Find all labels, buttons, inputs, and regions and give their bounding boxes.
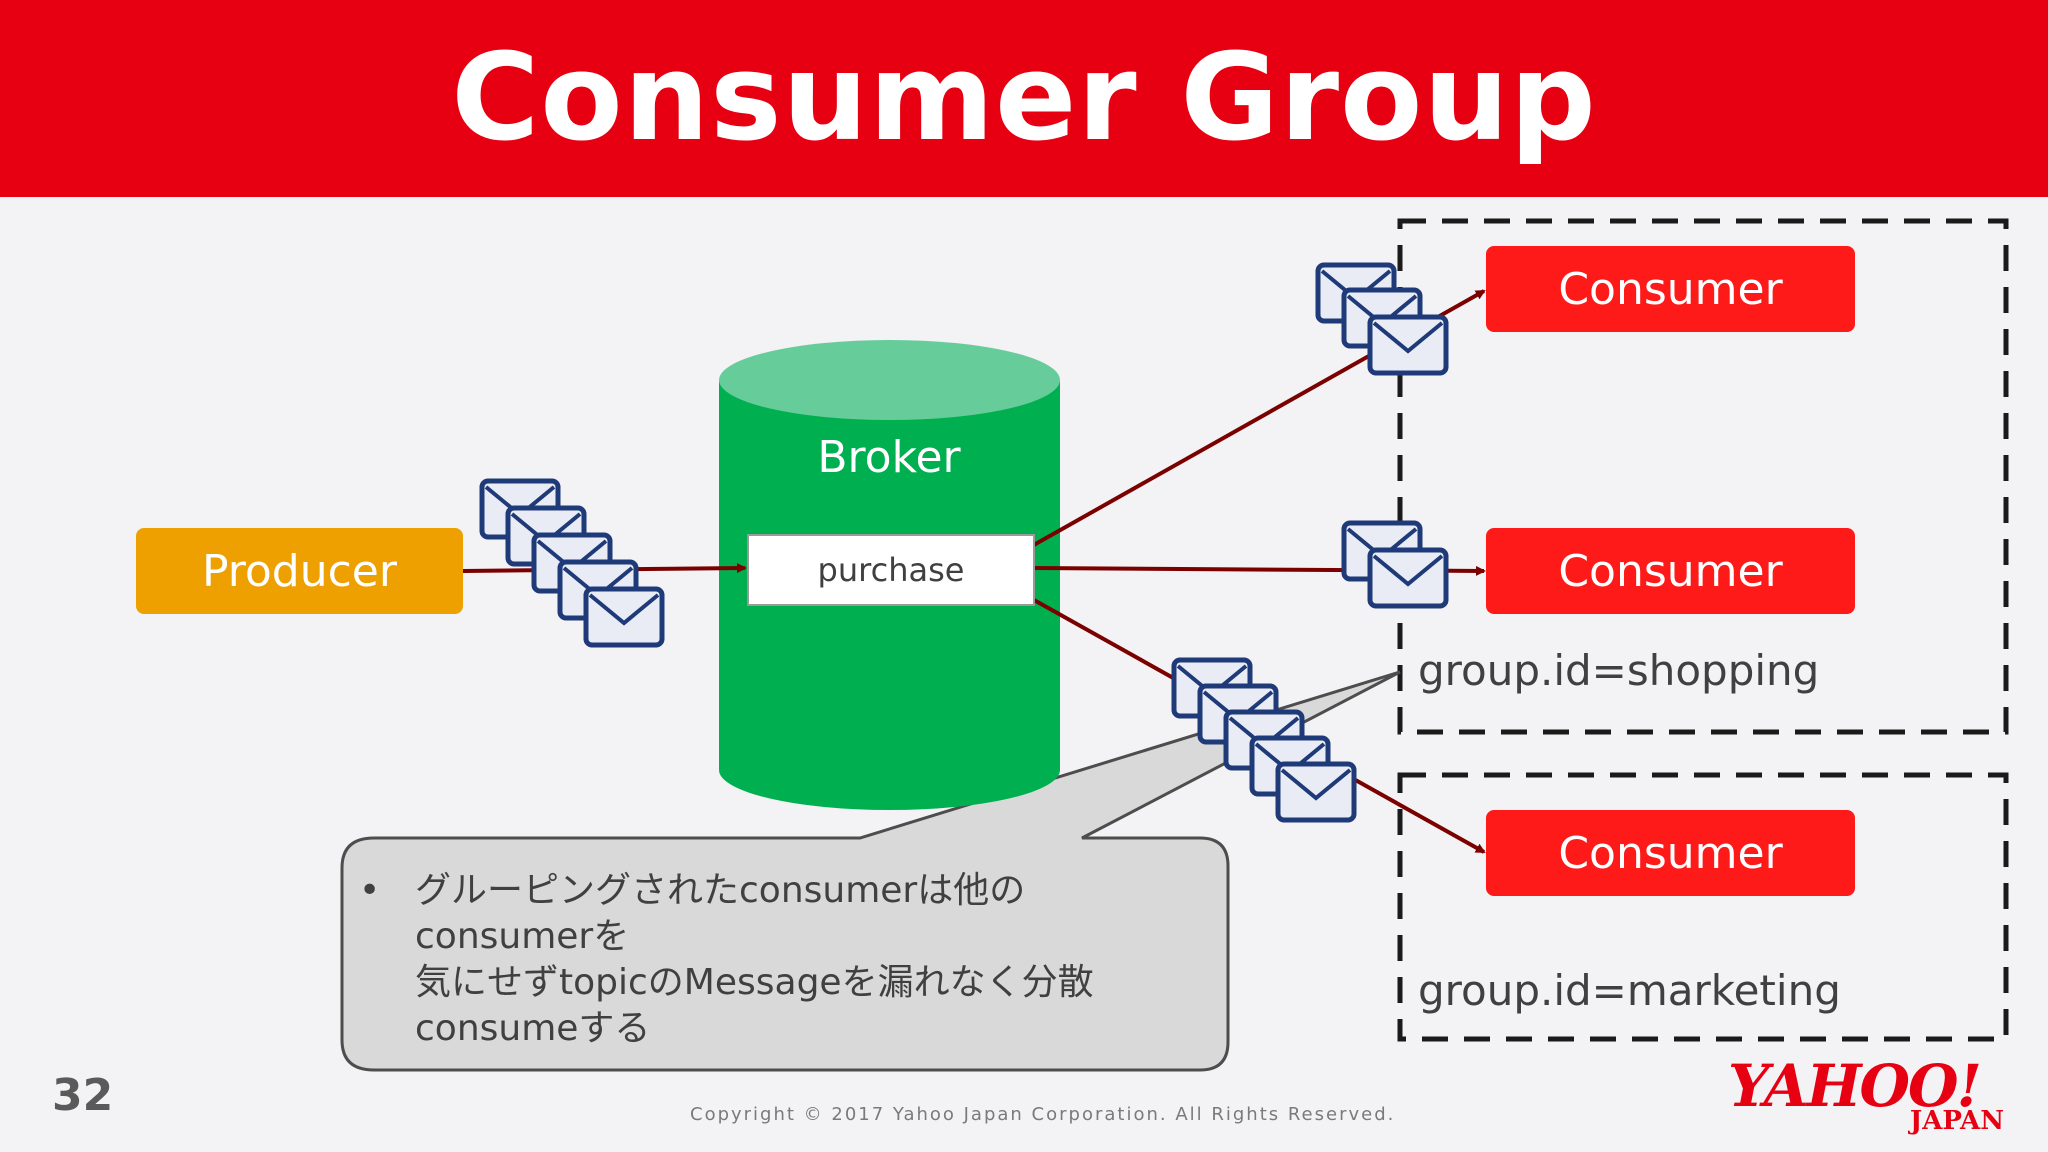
page-number: 32 <box>52 1070 114 1121</box>
group-label-shopping: group.id=shopping <box>1418 646 1820 695</box>
group-box-marketing <box>1397 772 2009 1042</box>
consumer-node-1: Consumer <box>1486 246 1855 332</box>
logo-main-text: YAHOO! <box>1728 1052 1982 1120</box>
note-line: グルーピングされたconsumerは他のconsumerを <box>415 870 1026 957</box>
note-line: 気にせずtopicのMessageを漏れなく分散 <box>415 962 1094 1003</box>
note-line: consumeする <box>415 1008 651 1049</box>
page-title: Consumer Group <box>451 29 1597 168</box>
envelope-icon <box>1344 523 1446 606</box>
note-bubble <box>340 670 1401 1072</box>
note-text: • グルーピングされたconsumerは他のconsumerを 気にせずtopi… <box>359 868 1192 1052</box>
producer-node: Producer <box>136 528 463 614</box>
consumer-node-2: Consumer <box>1486 528 1855 614</box>
logo-sub-text: JAPAN <box>1909 1106 2004 1136</box>
title-bar: Consumer Group <box>0 0 2048 197</box>
envelope-icon <box>482 481 662 645</box>
yahoo-japan-logo: YAHOO! JAPAN <box>1728 1052 2018 1136</box>
envelope-icon <box>1318 265 1446 373</box>
copyright-text: Copyright © 2017 Yahoo Japan Corporation… <box>690 1104 1396 1125</box>
broker-label: Broker <box>817 432 961 483</box>
topic-purchase: purchase <box>747 534 1035 606</box>
group-box-shopping <box>1397 218 2009 735</box>
bullet-marker: • <box>359 870 381 911</box>
group-label-marketing: group.id=marketing <box>1418 966 1841 1015</box>
consumer-node-3: Consumer <box>1486 810 1855 896</box>
envelope-icon <box>1174 660 1354 820</box>
